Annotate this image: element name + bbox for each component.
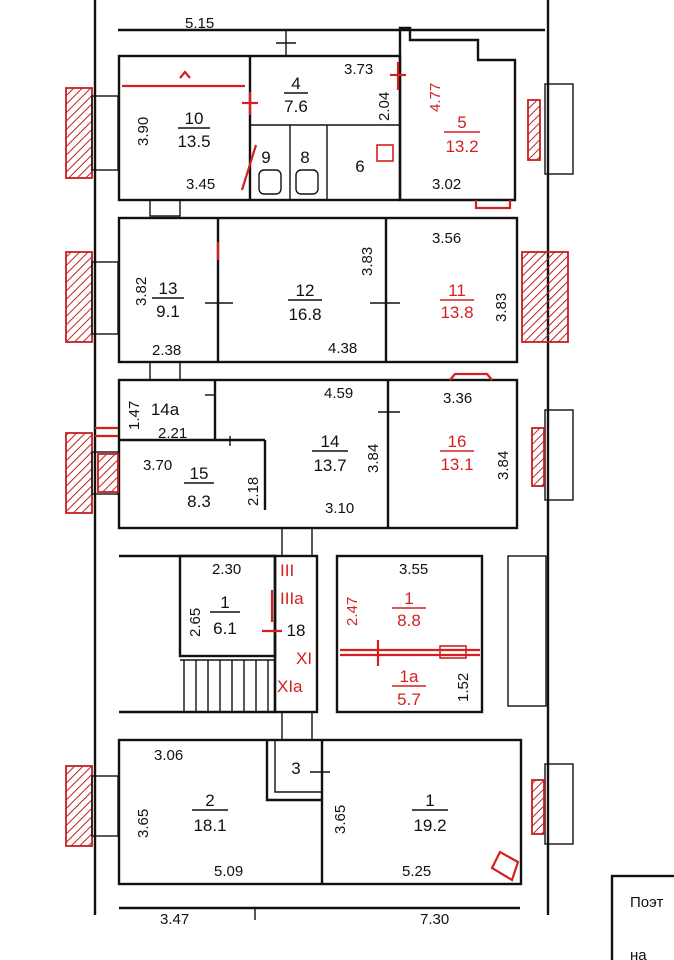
room-4-number: 4 xyxy=(291,74,300,93)
room-2-number: 2 xyxy=(205,791,214,810)
stair-steps xyxy=(180,659,275,712)
room-15-area: 8.3 xyxy=(187,492,211,511)
room-10-area: 13.5 xyxy=(177,132,210,151)
dim-label: 2.65 xyxy=(187,608,204,637)
dim-label: 3.70 xyxy=(143,457,172,474)
dim-label: 3.55 xyxy=(399,561,428,578)
dim-label: 5.25 xyxy=(402,863,431,880)
dim-label: 2.38 xyxy=(152,342,181,359)
room-8-number: 8 xyxy=(300,148,309,167)
room-11-area: 13.8 xyxy=(440,303,473,322)
room-11-number: 11 xyxy=(448,281,466,300)
room-1-left-area: 6.1 xyxy=(213,619,237,638)
dim-label: 3.65 xyxy=(332,805,349,834)
room-1-left-number: 1 xyxy=(220,593,229,612)
room-10-number: 10 xyxy=(185,109,204,128)
outer-walls xyxy=(93,0,550,915)
block-3 xyxy=(95,372,519,530)
room-13-number: 13 xyxy=(159,279,178,298)
block-5 xyxy=(117,711,523,886)
legend-box: Поэт на xyxy=(610,874,674,960)
dim-label: 1.52 xyxy=(455,673,472,702)
dim-label: 3.10 xyxy=(325,500,354,517)
dim-label: 3.83 xyxy=(493,293,510,322)
room-4-area: 7.6 xyxy=(284,97,308,116)
dimension-labels: 3.73 4.77 2.04 3.90 3.45 3.02 3.56 3.82 … xyxy=(126,61,512,880)
dim-label: 4.77 xyxy=(427,83,444,112)
room-6-number: 6 xyxy=(355,157,364,176)
room-18-number: 18 xyxy=(287,621,306,640)
room-5-number: 5 xyxy=(457,113,466,132)
cutoff-dim-bottom-right: 7.30 xyxy=(420,911,449,928)
dim-label: 3.06 xyxy=(154,747,183,764)
room-15-number: 15 xyxy=(190,464,209,483)
right-windows xyxy=(521,83,574,845)
roman-label: XIa xyxy=(277,677,303,696)
room-labels: 10 13.5 4 7.6 5 13.2 9 8 6 13 9.1 12 16.… xyxy=(151,74,480,835)
dim-label: 3.84 xyxy=(495,451,512,480)
dim-label: 3.65 xyxy=(135,809,152,838)
left-windows xyxy=(65,87,119,847)
room-1-red-area: 8.8 xyxy=(397,611,421,630)
dim-label: 4.59 xyxy=(324,385,353,402)
dim-label: 1.47 xyxy=(126,401,143,430)
room-1a-number: 1a xyxy=(400,667,419,686)
block-1 xyxy=(117,26,517,217)
dim-label: 2.04 xyxy=(376,92,393,121)
room-16-number: 16 xyxy=(448,432,467,451)
dim-label: 2.18 xyxy=(245,477,262,506)
room-1-red-number: 1 xyxy=(404,589,413,608)
cutoff-dim-top: 5.15 xyxy=(185,15,214,32)
block-4 xyxy=(119,527,547,714)
dim-label: 2.21 xyxy=(158,425,187,442)
dim-label: 3.73 xyxy=(344,61,373,78)
room-12-number: 12 xyxy=(296,281,315,300)
room-2-area: 18.1 xyxy=(193,816,226,835)
room-13-area: 9.1 xyxy=(156,302,180,321)
room-9-number: 9 xyxy=(261,148,270,167)
roman-labels: III IIIa XI XIa xyxy=(277,561,312,696)
room-14a-number: 14a xyxy=(151,400,180,419)
dim-label: 3.56 xyxy=(432,230,461,247)
cutoff-dim-bottom-left: 3.47 xyxy=(160,911,189,928)
roman-label: III xyxy=(280,561,294,580)
dim-label: 4.38 xyxy=(328,340,357,357)
room-16-area: 13.1 xyxy=(440,455,473,474)
dim-label: 3.83 xyxy=(359,247,376,276)
room-14-area: 13.7 xyxy=(313,456,346,475)
bottom-walls xyxy=(119,906,520,920)
dim-label: 3.36 xyxy=(443,390,472,407)
dim-label: 5.09 xyxy=(214,863,243,880)
dim-label: 3.90 xyxy=(135,117,152,146)
legend-line-1: Поэт xyxy=(630,894,663,911)
dim-label: 3.02 xyxy=(432,176,461,193)
roman-label: XI xyxy=(296,649,312,668)
roman-label: IIIa xyxy=(280,589,304,608)
dim-label: 3.82 xyxy=(133,277,150,306)
dim-label: 3.45 xyxy=(186,176,215,193)
room-5-area: 13.2 xyxy=(445,137,478,156)
room-12-area: 16.8 xyxy=(288,305,321,324)
room-1-bottom-area: 19.2 xyxy=(413,816,446,835)
legend-line-2: на xyxy=(630,947,647,960)
room-1a-area: 5.7 xyxy=(397,690,421,709)
dim-label: 2.30 xyxy=(212,561,241,578)
room-3-number: 3 xyxy=(291,759,300,778)
dim-label: 3.84 xyxy=(365,444,382,473)
room-1-bottom-number: 1 xyxy=(425,791,434,810)
room-14-number: 14 xyxy=(321,432,340,451)
block-2 xyxy=(117,216,519,381)
dim-label: 2.47 xyxy=(344,597,361,626)
